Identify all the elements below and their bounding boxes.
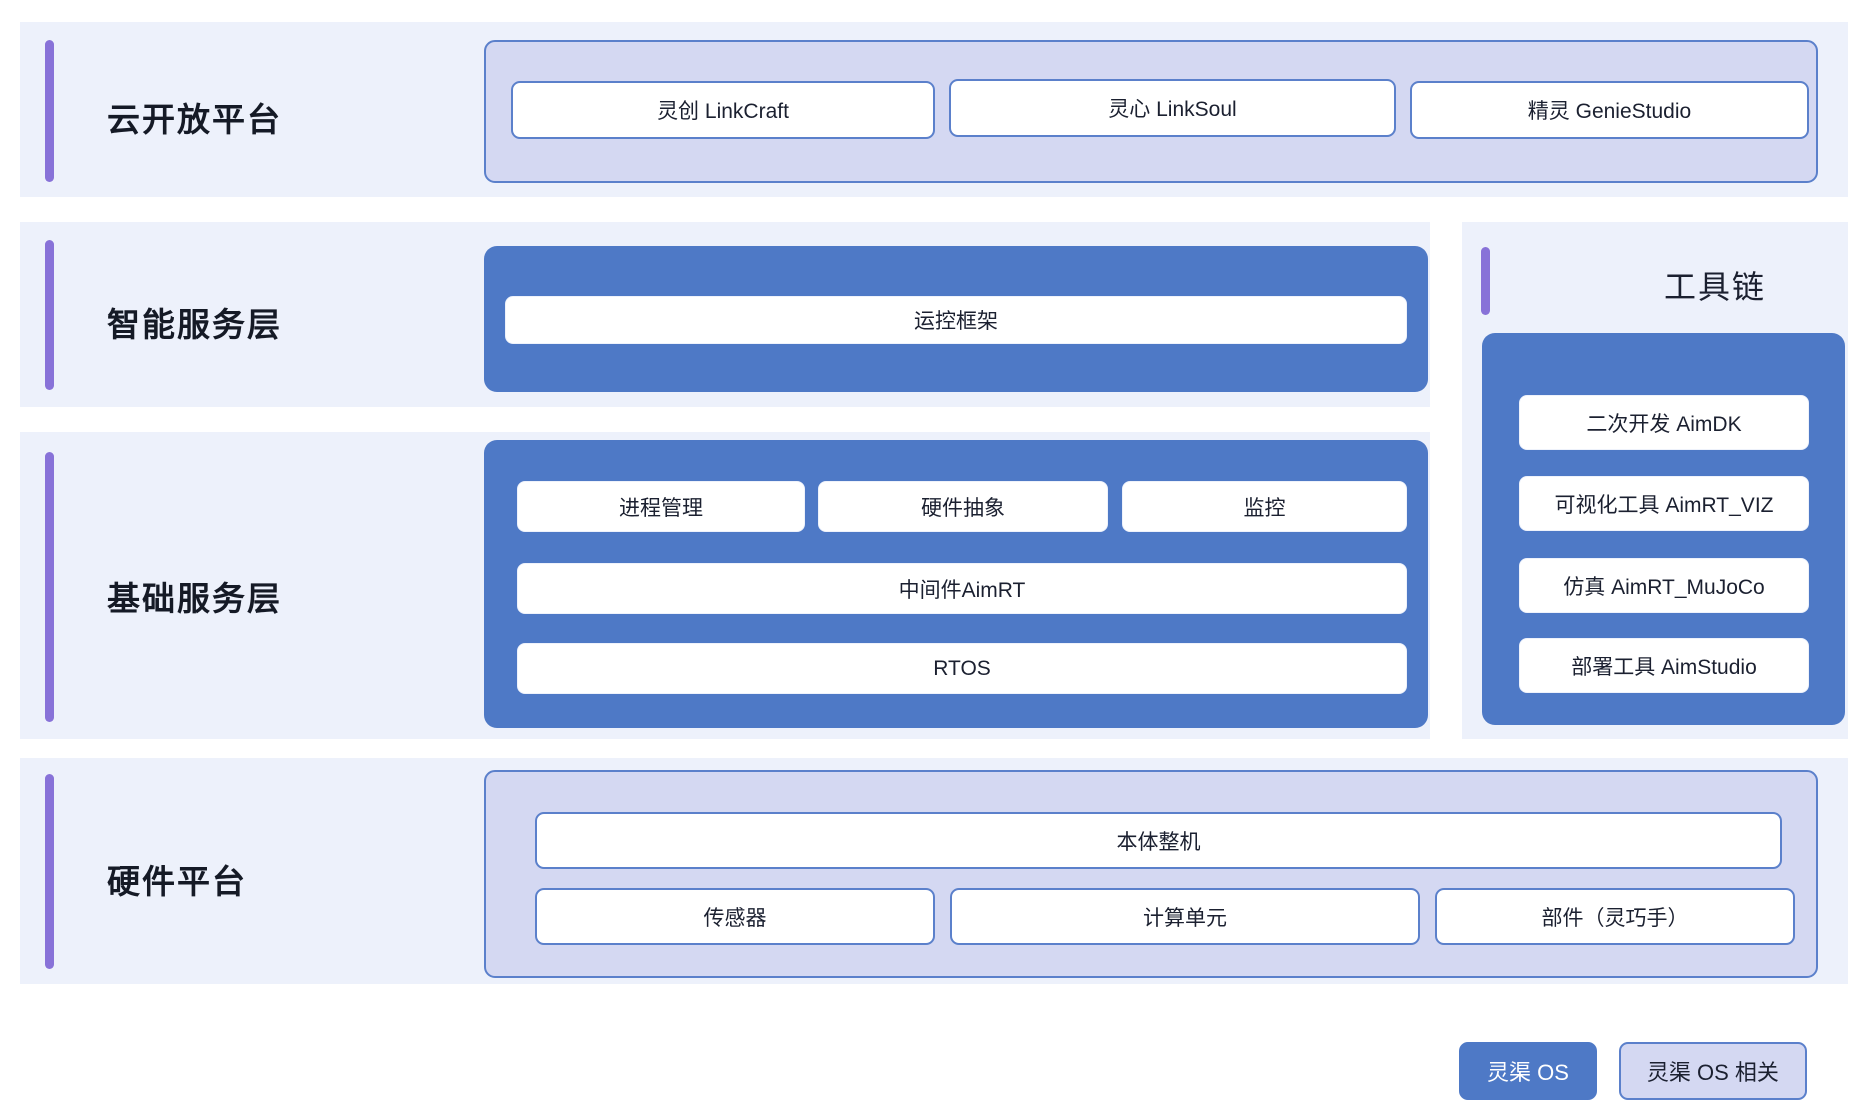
- node-label: 计算单元: [1143, 906, 1227, 930]
- toolchain-accent-bar: [1481, 247, 1490, 315]
- node-motion-control-framework[interactable]: 运控框架: [505, 296, 1407, 344]
- node-hardware-abstraction[interactable]: 硬件抽象: [818, 481, 1108, 532]
- layer-accent-bar-cloud-open-platform: [45, 40, 54, 182]
- node-label: 精灵 GenieStudio: [1527, 100, 1692, 123]
- node-aimdk[interactable]: 二次开发 AimDK: [1519, 395, 1809, 450]
- node-label: 灵心 LinkSoul: [1108, 98, 1237, 121]
- legend: 灵渠 OS 灵渠 OS 相关: [1459, 1042, 1807, 1100]
- layer-accent-bar-basic-service-layer: [45, 452, 54, 722]
- node-monitoring[interactable]: 监控: [1122, 481, 1407, 532]
- node-label: 灵创 LinkCraft: [657, 100, 789, 123]
- layer-title-intelligent-service-layer: 智能服务层: [107, 306, 282, 343]
- legend-item-lingqu-os-related[interactable]: 灵渠 OS 相关: [1618, 1042, 1807, 1100]
- node-label: 可视化工具 AimRT_VIZ: [1554, 493, 1774, 517]
- node-dexterous-hand[interactable]: 部件（灵巧手）: [1435, 888, 1795, 945]
- node-label: 硬件抽象: [921, 496, 1005, 520]
- node-aimrt-mujoco[interactable]: 仿真 AimRT_MuJoCo: [1519, 558, 1809, 613]
- node-label: 仿真 AimRT_MuJoCo: [1563, 575, 1765, 599]
- node-geniestudio[interactable]: 精灵 GenieStudio: [1410, 81, 1809, 139]
- node-rtos[interactable]: RTOS: [517, 643, 1407, 694]
- layer-accent-bar-intelligent-service-layer: [45, 240, 54, 390]
- layer-title-basic-service-layer: 基础服务层: [107, 580, 282, 617]
- legend-label: 灵渠 OS: [1487, 1060, 1569, 1085]
- layer-title-cloud-open-platform: 云开放平台: [107, 101, 282, 138]
- node-label: 部件（灵巧手）: [1541, 906, 1689, 930]
- node-label: 二次开发 AimDK: [1586, 412, 1742, 436]
- node-linksoul[interactable]: 灵心 LinkSoul: [949, 79, 1396, 137]
- node-compute-unit[interactable]: 计算单元: [950, 888, 1420, 945]
- node-label: 中间件AimRT: [898, 578, 1026, 602]
- node-process-management[interactable]: 进程管理: [517, 481, 805, 532]
- node-sensor[interactable]: 传感器: [535, 888, 935, 945]
- node-label: RTOS: [933, 656, 991, 680]
- toolchain-title: 工具链: [1664, 269, 1767, 305]
- node-label: 运控框架: [914, 310, 998, 333]
- layer-title-hardware-platform: 硬件平台: [107, 863, 247, 900]
- node-label: 传感器: [703, 906, 767, 930]
- node-aimstudio[interactable]: 部署工具 AimStudio: [1519, 638, 1809, 693]
- node-middleware-aimrt[interactable]: 中间件AimRT: [517, 563, 1407, 614]
- node-label: 本体整机: [1116, 830, 1201, 854]
- node-label: 部署工具 AimStudio: [1571, 655, 1757, 679]
- node-label: 进程管理: [619, 496, 703, 520]
- legend-label: 灵渠 OS 相关: [1646, 1060, 1779, 1085]
- node-linkcraft[interactable]: 灵创 LinkCraft: [511, 81, 935, 139]
- node-label: 监控: [1243, 496, 1286, 520]
- node-whole-machine[interactable]: 本体整机: [535, 812, 1782, 869]
- layer-panel-hardware-platform: [484, 770, 1818, 978]
- legend-item-lingqu-os[interactable]: 灵渠 OS: [1459, 1042, 1597, 1100]
- node-aimrt-viz[interactable]: 可视化工具 AimRT_VIZ: [1519, 476, 1809, 531]
- layer-accent-bar-hardware-platform: [45, 774, 54, 969]
